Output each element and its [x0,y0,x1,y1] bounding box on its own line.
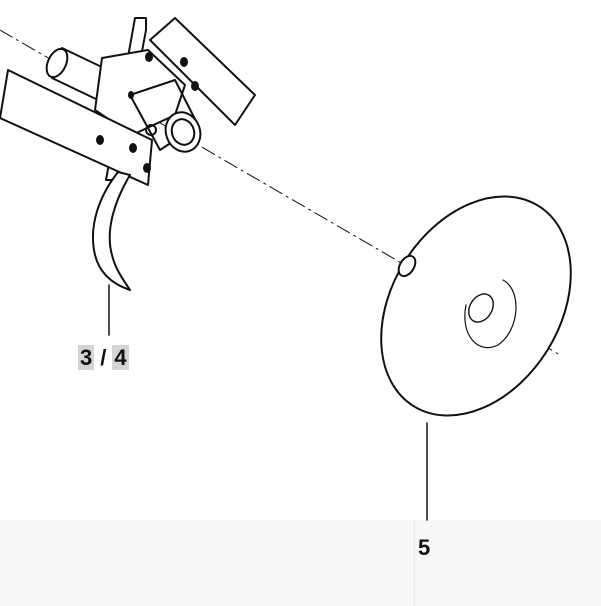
disc-center-hole [468,293,494,323]
callout-tine-part-b: 4 [112,345,129,370]
bolt-hole [128,91,134,99]
callout-tine-part-a: 3 [78,345,95,370]
bolt-hole [143,163,151,173]
disc-center-ring [464,279,517,349]
footer-band [0,520,601,606]
bolt-hole [180,57,188,67]
upper-frame-bar [149,17,256,126]
callout-disc: 5 [418,535,430,561]
callout-tine-separator: / [100,345,107,370]
tine-blade [91,171,131,291]
lower-frame-bar [0,69,153,186]
disc [380,195,572,417]
bolt-hole [191,81,199,91]
hub-bore-inner [170,118,196,146]
callout-disc-part: 5 [418,535,431,560]
shaft-end [45,47,69,79]
callout-tine: 3/4 [78,345,129,371]
pin-hole [145,124,157,136]
bolt-hole [96,135,104,145]
disc-hub-boss [397,254,417,278]
footer-divider [414,520,415,606]
bolt-hole [145,52,153,62]
bolt-hole [129,143,137,153]
